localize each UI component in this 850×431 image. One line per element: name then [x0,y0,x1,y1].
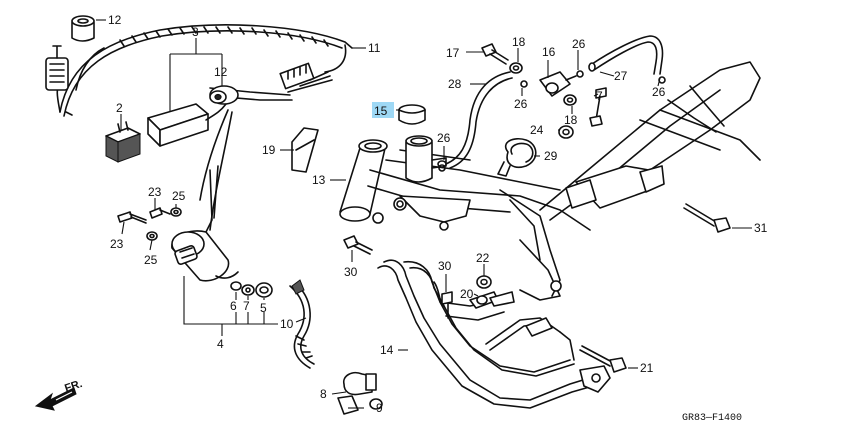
washer-part-18 [509,62,523,74]
bolt-part-31 [683,203,731,233]
grommet-part-6 [230,281,242,291]
callout-8: 8 [320,387,327,401]
callout-12b: 12 [214,65,228,79]
callout-22: 22 [476,251,490,265]
callout-20: 20 [460,287,474,301]
callout-18b: 18 [564,113,578,127]
rubber-cap-part-12 [71,15,95,42]
callout-7: 7 [243,299,250,313]
bolt-part-23 [117,211,147,224]
callout-labels: 12 3 11 12 2 17 18 16 26 28 26 27 26 15 … [108,13,768,415]
high-tension-cord-part-10 [289,279,315,369]
callout-4: 4 [217,337,224,351]
relay-part-2 [105,121,141,163]
nut-part-22 [476,275,492,289]
nut-part-24 [558,125,574,139]
washer-part-18b [563,94,577,106]
grommet-part-7 [241,284,255,296]
callout-27: 27 [614,69,628,83]
callout-13: 13 [312,173,326,187]
washer-part-20 [476,295,488,305]
tube-part-27 [588,35,664,75]
callout-29: 29 [544,149,558,163]
diagram-code: GR83—F1400 [682,413,742,424]
callout-24: 24 [530,123,544,137]
callout-25a: 25 [172,189,186,203]
wire-harness [45,24,353,231]
cap-part-15 [398,104,426,125]
callout-26b: 26 [514,97,528,111]
cdi-unit-part-3 [147,103,227,147]
clamp-part-29 [497,137,537,177]
spark-plug-cap-part-8 [342,371,377,396]
ignition-coil-part-4 [171,165,239,282]
washer-part-25 [146,207,182,241]
bolt-part-30b [441,291,453,319]
callout-21: 21 [640,361,654,375]
callout-15: 15 [374,104,388,118]
leader-lines [96,19,752,409]
bolt-part-17 [481,43,509,65]
callout-3: 3 [192,25,199,39]
callout-6: 6 [230,299,237,313]
callout-11: 11 [368,41,381,55]
callout-5: 5 [260,301,267,315]
callout-26a: 26 [572,37,586,51]
callout-12: 12 [108,13,122,27]
callout-15-highlight [372,102,394,118]
callout-23b: 23 [110,237,124,251]
clip-part-9 [337,395,383,415]
rubber-cap-part-12b [209,85,239,105]
callout-26c: 26 [652,85,666,99]
bolt-part-23b [149,207,171,219]
callout-14: 14 [380,343,394,357]
callout-7-upper: 7 [596,89,603,103]
frame-body-part-13 [339,61,761,301]
bolt-part-7 [589,87,607,127]
callout-16: 16 [542,45,556,59]
joint-part-16 [539,71,577,97]
front-direction-arrow-icon: FR. [34,378,84,411]
callout-17: 17 [446,46,460,60]
bolt-part-30 [343,235,373,255]
bolt-part-21 [579,345,627,373]
clip-part-26 [438,70,666,172]
callout-25b: 25 [144,253,158,267]
band-part-19 [291,127,319,173]
grommet-part-5 [255,282,273,298]
callout-30b: 30 [438,259,452,273]
front-direction-label: FR. [63,378,84,395]
callout-23a: 23 [148,185,162,199]
callout-18: 18 [512,35,526,49]
callout-26d: 26 [437,131,451,145]
callout-9: 9 [376,401,383,415]
callout-31: 31 [754,221,768,235]
callout-30a: 30 [344,265,358,279]
callout-28: 28 [448,77,462,91]
callout-19: 19 [262,143,276,157]
step-bar-part-14 [377,259,611,409]
callout-10: 10 [280,317,294,331]
callout-2: 2 [116,101,123,115]
